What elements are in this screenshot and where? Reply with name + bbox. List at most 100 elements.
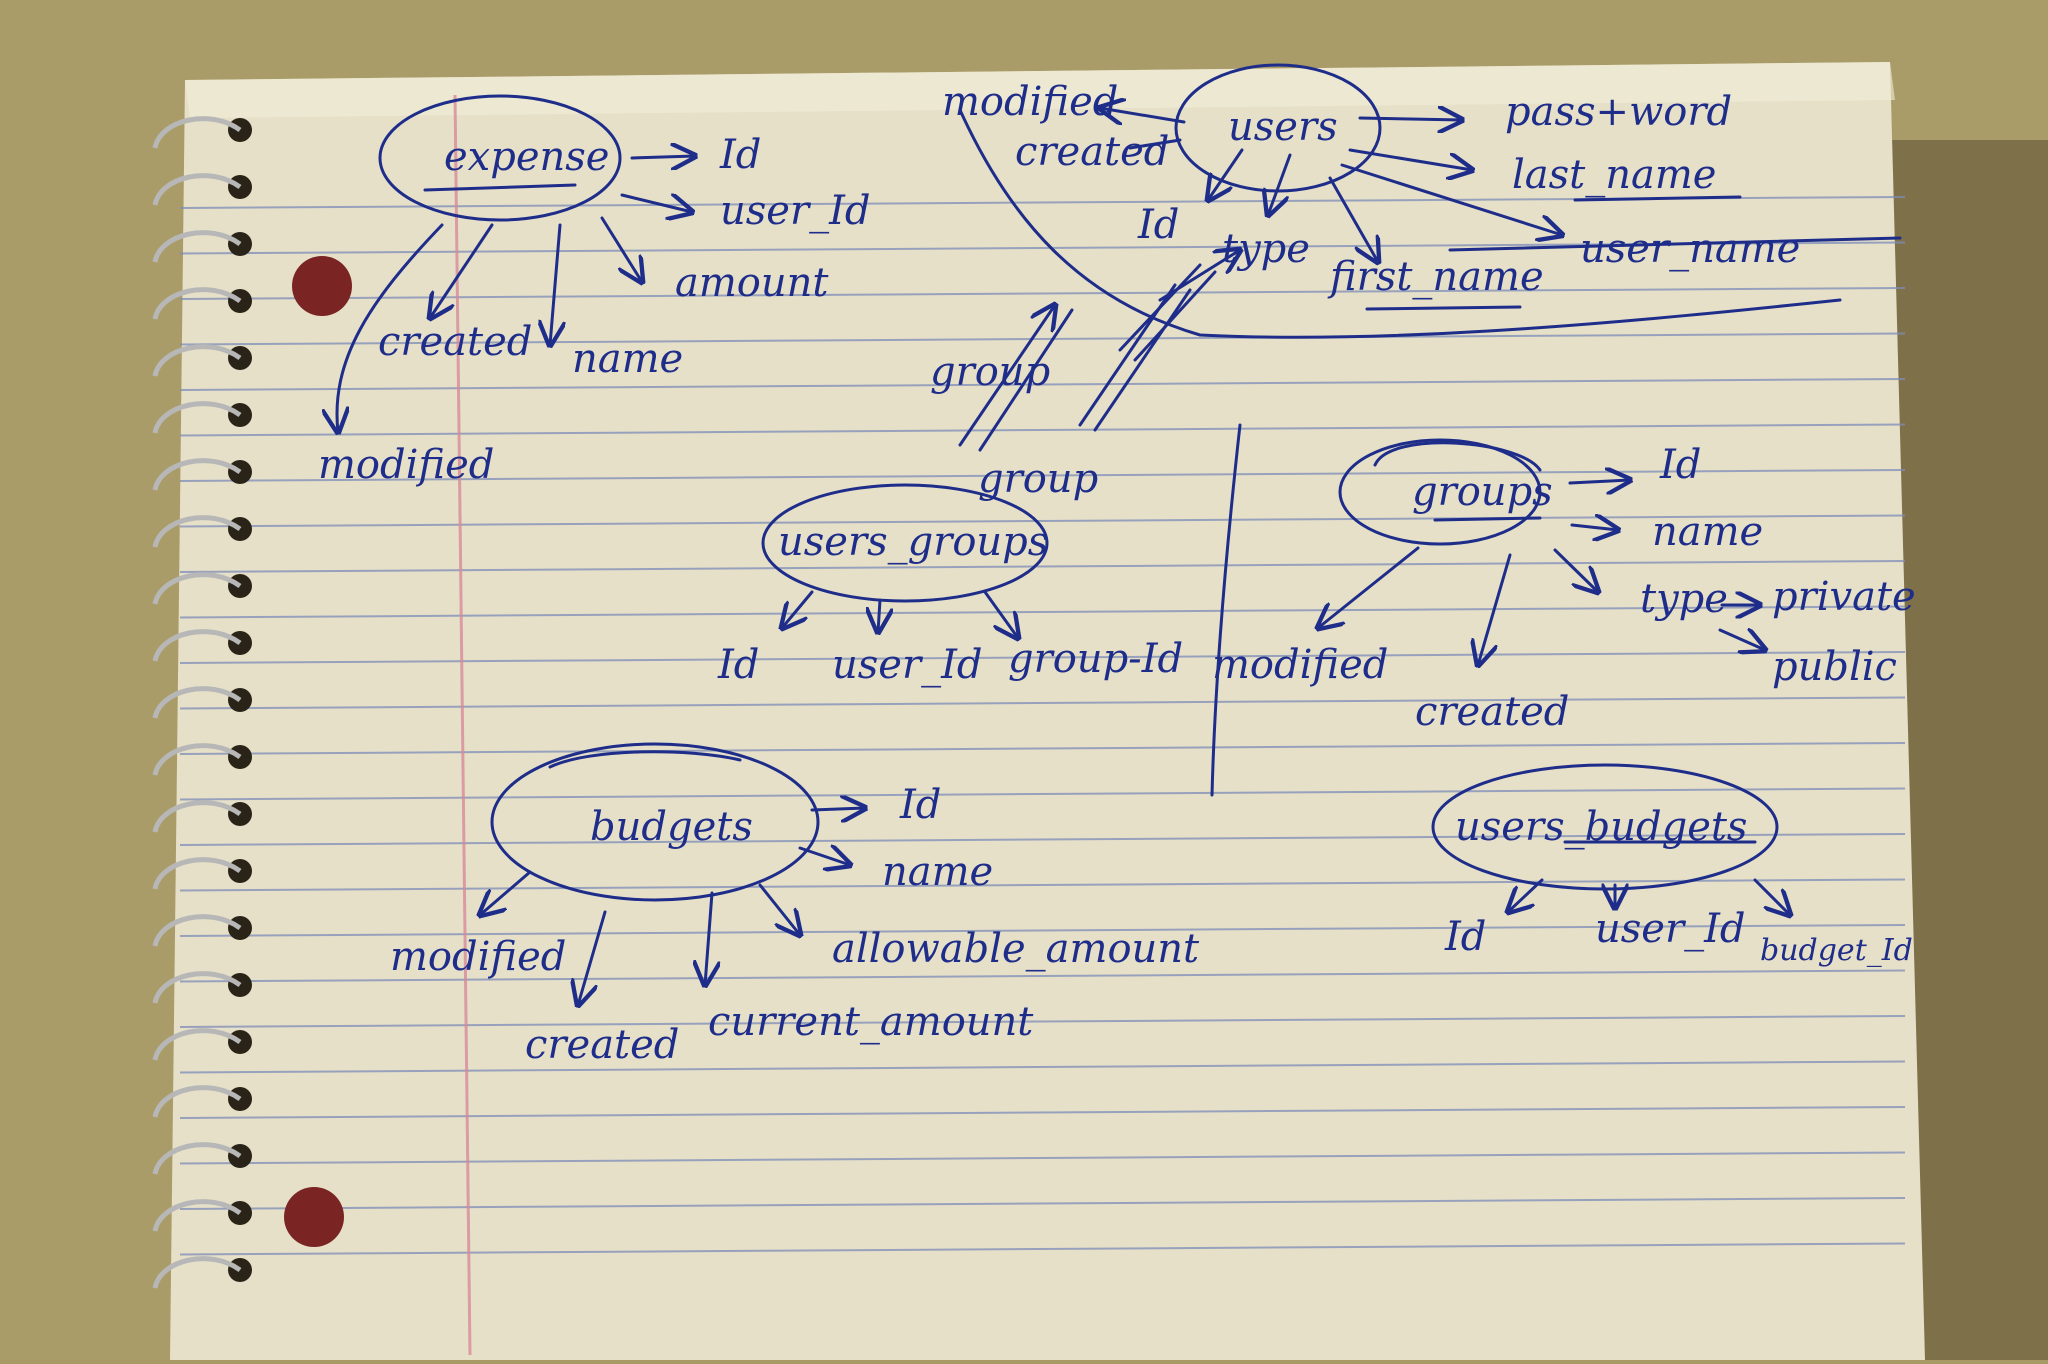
users-field-type: type — [1222, 226, 1310, 272]
users-field-modified: modified — [942, 79, 1118, 125]
expense-created-arrow — [430, 223, 494, 318]
ruled-line — [179, 378, 1906, 391]
groups-field-created: created — [1415, 689, 1569, 735]
budgets-field-current-amount: current_amount — [708, 999, 1034, 1045]
users-field-last-name: last_name — [1512, 152, 1716, 198]
users-budgets-field-id: Id — [1444, 914, 1486, 960]
entity-groups-label: groups — [1412, 469, 1553, 515]
type-public-arrow — [1718, 630, 1765, 650]
ruled-line — [179, 696, 1906, 710]
groups-ellipse-overstroke — [1373, 441, 1542, 472]
users-field-group: group — [930, 349, 1050, 395]
group-link-2 — [978, 308, 1074, 452]
ruled-line — [179, 742, 1906, 755]
ruled-line — [179, 605, 1906, 619]
ruled-line — [179, 924, 1906, 937]
spiral-coil — [152, 116, 242, 149]
entity-budgets-label: budgets — [590, 804, 753, 850]
users-field-created: created — [1015, 129, 1169, 175]
ruled-line — [179, 787, 1906, 801]
ruled-line — [179, 878, 1906, 892]
users-field-password: pass+word — [1505, 89, 1732, 135]
spiral-coil — [152, 857, 242, 890]
spiral-coil — [152, 686, 242, 719]
groups-underline — [1433, 516, 1542, 522]
groups-type-option-private: private — [1772, 574, 1916, 620]
expense-field-amount: amount — [675, 260, 829, 306]
budgets-field-name: name — [882, 849, 993, 895]
budgets-ellipse — [490, 742, 820, 902]
users-lastname-underline — [1573, 195, 1742, 202]
users-budgets-budgetid-arrow — [1753, 878, 1790, 915]
users-budgets-field-user-id: user_Id — [1595, 906, 1746, 952]
punch-hole-top — [292, 256, 352, 316]
spiral-coil — [152, 914, 242, 947]
expense-field-user-id: user_Id — [720, 188, 871, 234]
groups-field-type: type — [1640, 576, 1728, 622]
budgets-ellipse-overstroke — [548, 750, 742, 769]
ruled-line — [179, 560, 1906, 573]
users-firstname-underline — [1365, 305, 1522, 311]
spiral-coil — [152, 629, 242, 662]
users-groups-id-arrow — [782, 590, 814, 628]
budgets-name-arrow — [798, 848, 850, 865]
budgets-id-arrow — [810, 808, 865, 810]
groups-field-modified: modified — [1212, 642, 1388, 688]
users-password-arrow — [1358, 118, 1462, 120]
users-id-arrow — [1208, 148, 1244, 200]
entity-users-groups-label: users_groups — [778, 519, 1048, 565]
users-type-arrow — [1268, 153, 1292, 215]
spiral-coil — [152, 1085, 242, 1118]
expense-id-arrow — [630, 156, 695, 158]
spiral-coil — [152, 1028, 242, 1061]
groups-name-arrow — [1570, 525, 1618, 530]
spiral-coil — [152, 344, 242, 377]
groups-ellipse — [1338, 438, 1542, 546]
punch-hole-bottom — [284, 1187, 344, 1247]
expense-field-id: Id — [719, 132, 761, 178]
expense-field-modified: modified — [318, 442, 494, 488]
users-modified-arrow — [1100, 108, 1186, 122]
spiral-coil — [152, 401, 242, 434]
expense-field-name: name — [572, 336, 683, 382]
users-username-arrow — [1340, 163, 1562, 235]
users-field-id: Id — [1137, 202, 1179, 248]
spiral-coil — [152, 800, 242, 833]
ruled-line — [179, 332, 1906, 346]
users-firstname-arrow — [1328, 176, 1378, 262]
users-groups-userid-arrow — [878, 598, 880, 632]
spiral-coil — [152, 971, 242, 1004]
expense-ellipse — [378, 94, 622, 222]
spiral-hole — [228, 118, 252, 142]
groups-id-arrow — [1568, 480, 1630, 483]
entity-expense-label: expense — [444, 134, 609, 180]
entity-users-budgets-label: users_budgets — [1455, 804, 1747, 850]
group-link-4 — [1093, 288, 1192, 432]
spiral-coil — [152, 458, 242, 491]
users-groups-groupid-arrow — [983, 590, 1018, 638]
users-created-link — [1128, 138, 1182, 150]
budgets-allowable-arrow — [758, 883, 800, 935]
spiral-coil — [152, 1256, 242, 1289]
users-groups-field-user-id: user_Id — [832, 642, 983, 688]
ruled-line — [179, 423, 1906, 437]
group-link-1 — [958, 305, 1055, 447]
margin-line — [453, 94, 472, 1356]
users-groups-ellipse — [761, 483, 1049, 603]
budgets-field-created: created — [525, 1022, 679, 1068]
users-field-user-name: user_name — [1580, 226, 1800, 272]
users-lastname-arrow — [1348, 148, 1472, 170]
section-divider — [1210, 423, 1242, 797]
spiral-binding — [152, 116, 252, 1289]
ruled-line — [179, 651, 1906, 664]
groups-field-id: Id — [1659, 442, 1701, 488]
expense-field-created: created — [378, 319, 532, 365]
users-budgets-id-arrow — [1508, 878, 1544, 912]
users-username-underline — [1448, 236, 1902, 252]
spiral-coil — [152, 1199, 242, 1232]
group-link-6 — [1133, 270, 1217, 362]
group-link-5 — [1118, 263, 1202, 352]
budgets-field-allowable-amount: allowable_amount — [832, 926, 1200, 972]
